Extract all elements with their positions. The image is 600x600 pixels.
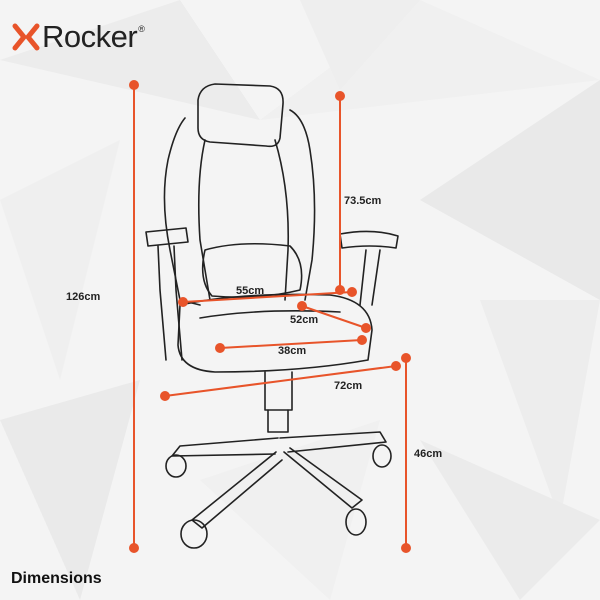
label-overall-width: 72cm [334,380,363,392]
seat-width-line [182,291,353,303]
inner-seat-width-line [219,339,363,349]
label-seat-depth: 52cm [290,314,319,326]
x-logo-icon [12,23,40,51]
chair-outline [145,83,399,549]
overall-height-top-dot [129,80,139,90]
label-inner-seat-width: 38cm [278,345,307,357]
overall-height-bottom-dot [129,543,139,553]
seat-depth-line [301,305,367,329]
brand-name: Rocker [42,19,138,54]
page-title: Dimensions [11,570,102,587]
backrest-top-dot [335,91,345,101]
overall-width-line [164,365,397,397]
label-overall-height: 126cm [66,291,101,303]
label-seat-height: 46cm [414,448,443,460]
dimension-lines [129,80,411,553]
brand-logo: Rocker ® [12,19,145,54]
registered-mark: ® [138,24,145,34]
label-backrest-height: 73.5cm [344,195,382,207]
label-seat-width: 55cm [236,285,265,297]
